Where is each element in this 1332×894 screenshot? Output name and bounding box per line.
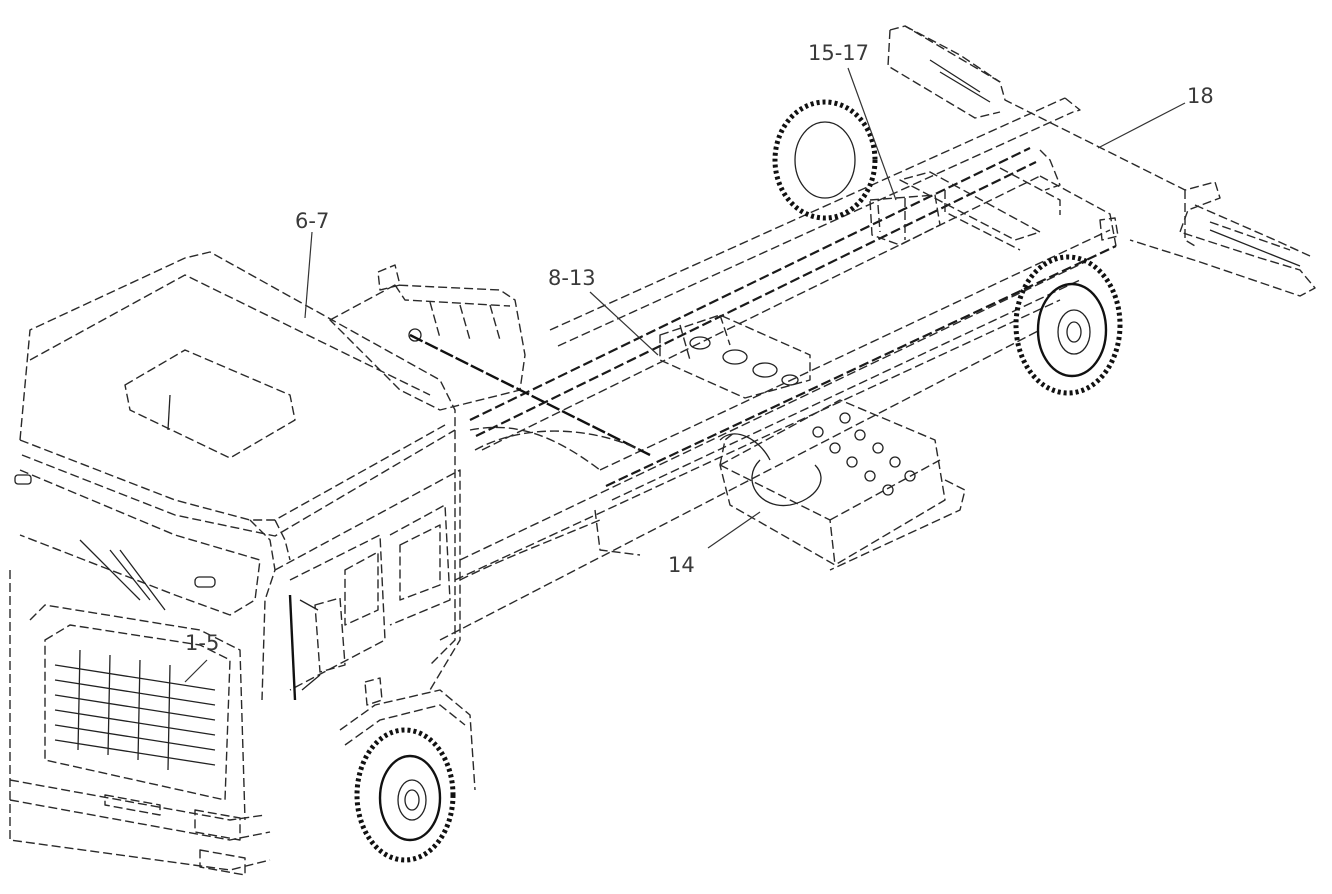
rear-frame-extension [887,25,1316,297]
callout-14: 14 [668,553,695,577]
callout-labels: 1-5 6-7 8-13 14 15-17 18 [185,41,1214,655]
chassis-frame-rails [439,97,1117,641]
callout-leaders [184,67,1186,683]
rear-wheel-left [772,99,878,221]
battery-box [594,399,966,571]
wiring-harness [409,194,941,581]
leader-8-13 [589,291,659,356]
callout-18: 18 [1187,84,1214,108]
callout-6-7: 6-7 [295,209,329,233]
middle-cross-member [659,314,811,399]
leader-6-7 [304,231,313,319]
callout-1-5: 1-5 [185,631,219,655]
leader-15-17 [847,67,897,201]
leader-18 [1097,102,1186,149]
cab [14,251,461,706]
front-grille-bumper [9,570,271,876]
leader-1-5 [184,659,208,683]
front-wheel [339,689,476,863]
callout-15-17: 15-17 [808,41,869,65]
leader-14 [707,511,761,549]
fuel-tank [329,264,526,411]
rear-wheel-right [1013,254,1123,396]
callout-8-13: 8-13 [548,266,596,290]
